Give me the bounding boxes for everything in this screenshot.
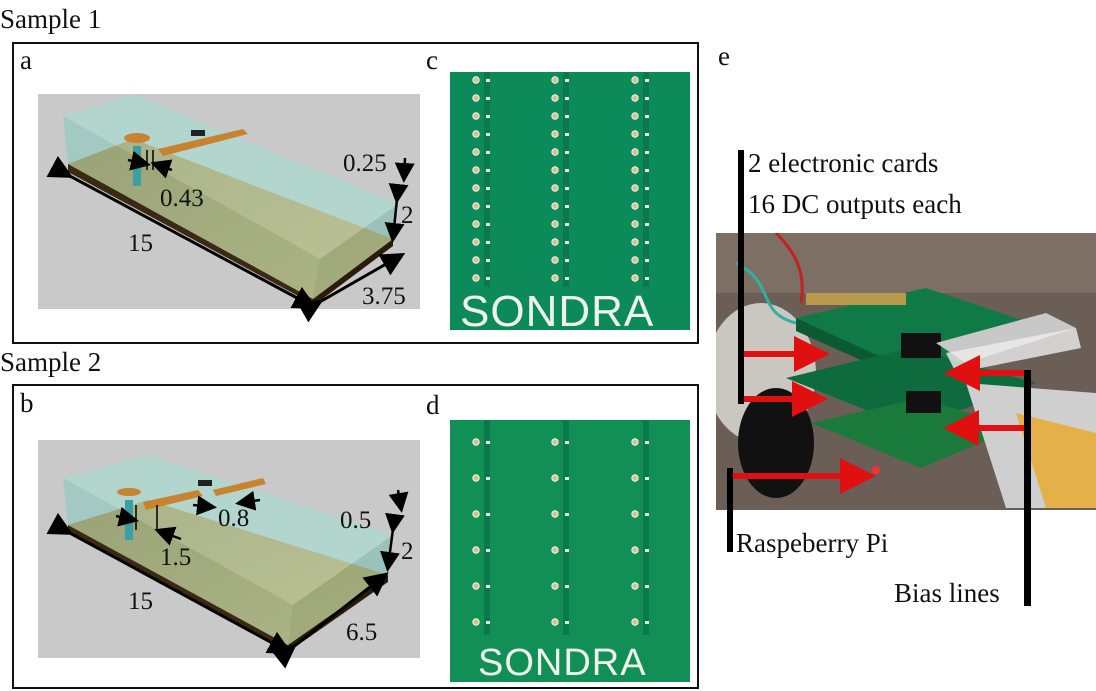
sample1-heading: Sample 1: [0, 4, 102, 34]
panel-label-a: a: [20, 45, 32, 75]
dim-thickness-2: 0.5: [340, 507, 372, 534]
panel-label-c: c: [426, 45, 438, 75]
dim-stub-2: 0.8: [218, 505, 250, 532]
pcb-photo-d: SONDRA: [450, 420, 690, 682]
dim-length-2: 15: [128, 588, 153, 615]
dim-thickness-1: 0.25: [343, 150, 387, 177]
dim-width-1: 3.75: [362, 283, 406, 310]
sample2-heading: Sample 2: [0, 347, 102, 377]
sondra-logo-d: SONDRA: [478, 642, 647, 682]
sondra-logo-c: SONDRA: [460, 287, 655, 331]
sample2-frame: [12, 384, 699, 689]
dim-gap-1: 0.43: [160, 185, 204, 212]
dim-length-1: 15: [128, 230, 153, 257]
dim-width-2: 6.5: [346, 619, 378, 646]
cards-label-line2: 16 DC outputs each: [748, 189, 962, 219]
pcb-pads-d: [472, 420, 649, 635]
dim-height-2: 2: [401, 538, 414, 565]
cards-indicator-bar: [738, 150, 744, 404]
sample1-frame: [12, 42, 699, 344]
dim-height-1: 2: [401, 202, 414, 229]
pcb-pads-c: [472, 72, 649, 287]
panel-label-d: d: [426, 390, 440, 420]
dim-gap-2: 1.5: [160, 544, 192, 571]
raspberry-label: Raspeberry Pi: [736, 528, 889, 558]
raspberry-indicator-bar: [727, 468, 733, 552]
bias-indicator-bar: [1024, 370, 1031, 606]
bias-lines-label: Bias lines: [894, 578, 1000, 608]
pcb-photo-c: SONDRA: [450, 72, 690, 330]
cards-label-line1: 2 electronic cards: [748, 148, 939, 178]
panel-label-b: b: [20, 388, 34, 418]
panel-label-e: e: [718, 41, 730, 71]
